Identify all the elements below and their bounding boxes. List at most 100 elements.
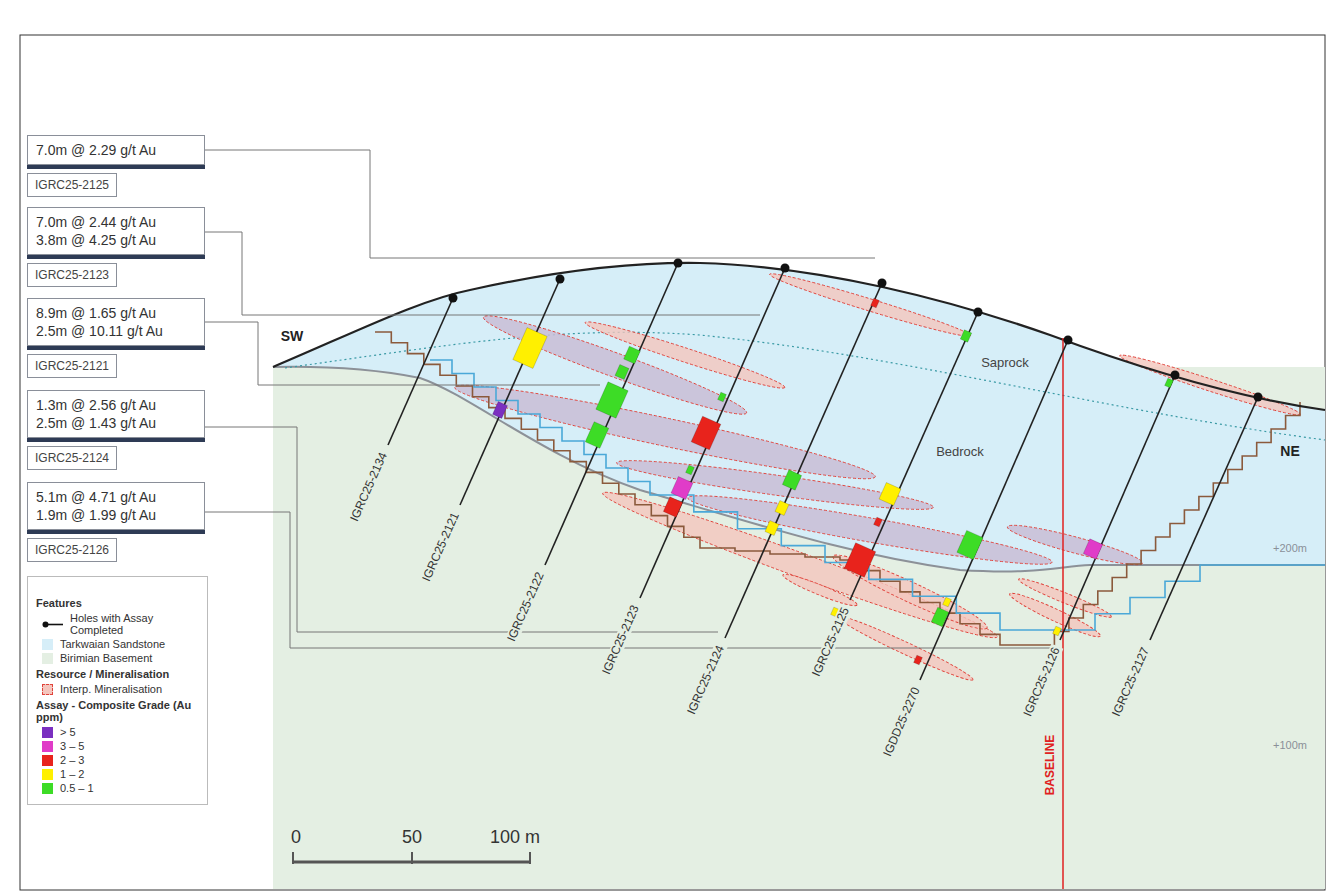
elevation-label: +100m (1273, 739, 1307, 751)
legend-item: 0.5 – 1 (42, 782, 199, 794)
assay-interval (879, 483, 901, 506)
assay-interval (493, 402, 508, 419)
drill-hole (920, 340, 1068, 680)
legend-dot (43, 621, 49, 627)
saprock-line (285, 332, 1325, 440)
result-box: 7.0m @ 2.44 g/t Au3.8m @ 4.25 g/t Au (27, 207, 205, 255)
mineralisation-lens (583, 316, 787, 394)
legend-item: Holes with Assay Completed (42, 612, 199, 636)
assay-interval (691, 416, 721, 450)
collar-dot (674, 259, 683, 268)
legend-text: 1 – 2 (60, 768, 84, 780)
scale-bar (293, 852, 530, 864)
legend-heading: Resource / Mineralisation (36, 668, 199, 680)
assay-interval (957, 530, 983, 559)
intercept-text: 1.9m @ 1.99 g/t Au (36, 506, 196, 524)
assay-interval (775, 500, 789, 515)
hole-id: IGRC25-2121 (27, 354, 117, 378)
drill-hole (725, 283, 882, 638)
baseline-label: BASELINE (1044, 735, 1057, 796)
assay-interval (663, 497, 682, 517)
legend-item: 2 – 3 (42, 754, 199, 766)
scale-label: 50 (402, 828, 422, 848)
legend-item: Interp. Mineralisation (42, 683, 199, 695)
intercept-callout: 5.1m @ 4.71 g/t Au1.9m @ 1.99 g/t AuIGRC… (27, 482, 205, 562)
legend-heading: Assay - Composite Grade (Au ppm) (36, 699, 199, 723)
legend-text: Interp. Mineralisation (60, 683, 162, 695)
mineralisation-lens (1005, 519, 1144, 571)
intercept-callout: 8.9m @ 1.65 g/t Au2.5m @ 10.11 g/t Au IGR… (27, 298, 205, 378)
result-box: 7.0m @ 2.29 g/t Au (27, 135, 205, 165)
assay-interval (671, 477, 693, 500)
assay-interval (1165, 378, 1174, 388)
topography (273, 263, 1325, 410)
legend-swatch (42, 741, 53, 752)
assay-interval (615, 364, 629, 379)
intercept-text: 2.5m @ 10.11 g/t Au (36, 322, 196, 340)
intercept-text: 8.9m @ 1.65 g/t Au (36, 304, 196, 322)
intercept-text: 3.8m @ 4.25 g/t Au (36, 231, 196, 249)
legend-heading: Features (36, 597, 199, 609)
legend-swatch (42, 727, 53, 738)
collar-dot (556, 275, 565, 284)
legend-text: 3 – 5 (60, 740, 84, 752)
callout-bar (27, 165, 205, 169)
legend-swatch (42, 639, 53, 650)
intercept-callout: 1.3m @ 2.56 g/t Au2.5m @ 1.43 g/t Au IGRC… (27, 390, 205, 470)
legend-swatch (42, 755, 53, 766)
mineralisation-lens (1118, 350, 1302, 420)
assay-interval (782, 470, 801, 490)
elevation-label: +200m (1273, 542, 1307, 554)
assay-interval (718, 392, 727, 402)
assay-interval (874, 517, 883, 527)
legend-line-sample (42, 619, 64, 630)
legend-swatch (42, 783, 53, 794)
collar-dot (878, 279, 887, 288)
legend-item: 3 – 5 (42, 740, 199, 752)
intercept-callout: 7.0m @ 2.29 g/t Au IGRC25-2125 (27, 135, 205, 197)
assay-interval (1083, 539, 1102, 559)
direction-label: SW (281, 329, 304, 344)
assay-interval (960, 330, 971, 342)
baseline (1062, 338, 1064, 889)
hole-id: IGRC25-2124 (27, 446, 117, 470)
drill-hole (1060, 375, 1175, 640)
scale-label: 0 (291, 828, 301, 848)
assay-interval (943, 597, 952, 607)
legend-swatch (42, 684, 53, 695)
legend-swatch (42, 769, 53, 780)
result-box: 1.3m @ 2.56 g/t Au2.5m @ 1.43 g/t Au (27, 390, 205, 438)
intercept-text: 2.5m @ 1.43 g/t Au (36, 414, 196, 432)
legend-text: Tarkwaian Sandstone (60, 638, 165, 650)
legend-text: Holes with Assay Completed (70, 612, 199, 636)
direction-label: NE (1280, 444, 1299, 459)
legend-item: 1 – 2 (42, 768, 199, 780)
hole-id: IGRC25-2125 (27, 173, 117, 197)
callout-bar (27, 438, 205, 442)
legend-text: > 5 (60, 726, 76, 738)
assay-interval (624, 346, 641, 364)
legend-item: > 5 (42, 726, 199, 738)
intercept-text: 1.3m @ 2.56 g/t Au (36, 396, 196, 414)
drill-hole (460, 279, 560, 505)
unit-label: Saprock (981, 356, 1029, 370)
assay-interval (931, 607, 948, 626)
leader-lines (205, 150, 1060, 648)
collar-dot (449, 294, 458, 303)
assay-interval (513, 328, 547, 369)
result-box: 5.1m @ 4.71 g/t Au1.9m @ 1.99 g/t Au (27, 482, 205, 530)
mineralisation-lens (768, 269, 972, 342)
scale-label: 100 m (490, 828, 540, 848)
drill-hole (640, 268, 785, 598)
legend-text: 2 – 3 (60, 754, 84, 766)
callout-bar (27, 255, 205, 259)
intercept-text: 7.0m @ 2.29 g/t Au (36, 141, 196, 159)
collar-dot (1064, 336, 1073, 345)
collar-dot (1254, 393, 1263, 402)
assay-interval (585, 422, 609, 449)
assay-interval (686, 465, 695, 475)
assay-interval (844, 543, 875, 578)
mineralisation-lens (781, 570, 859, 609)
callout-bar (27, 346, 205, 350)
assay-interval (596, 382, 628, 418)
